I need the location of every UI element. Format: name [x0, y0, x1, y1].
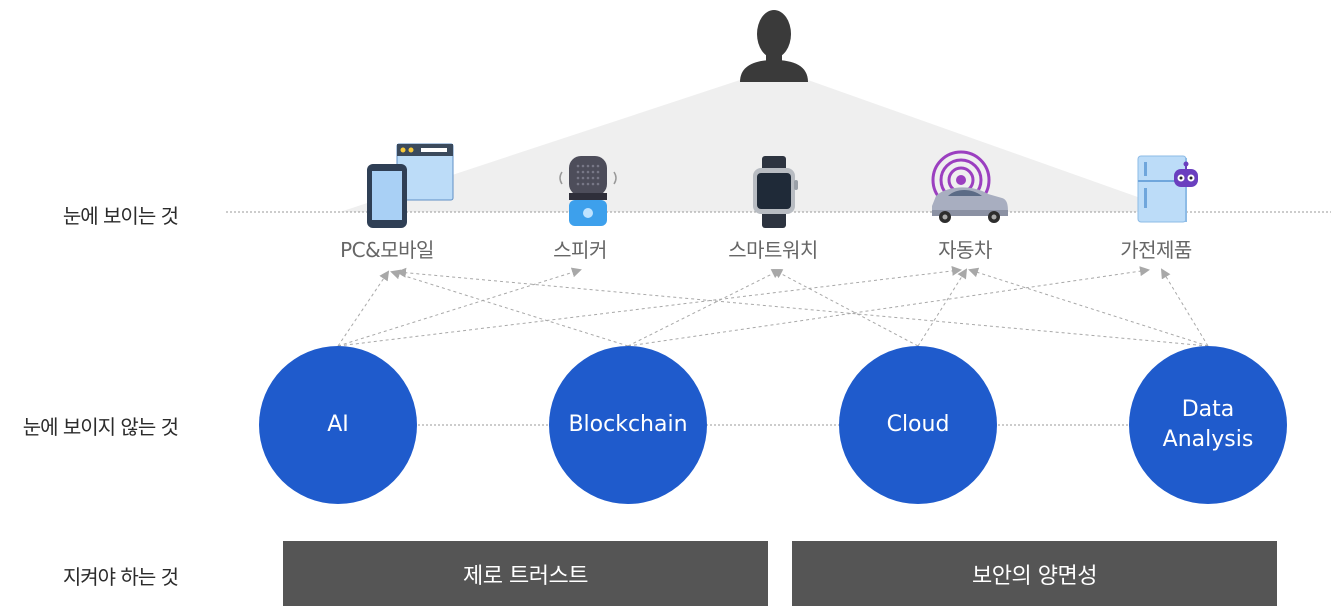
tech-circle-blockchain: Blockchain — [549, 346, 707, 504]
refrigerator-icon — [1137, 155, 1198, 223]
zero-trust-label: 제로 트러스트 — [463, 563, 588, 589]
tech-circle-cloud: Cloud — [839, 346, 997, 504]
view-cone — [340, 80, 1180, 212]
smartwatch-icon — [753, 156, 798, 228]
person-icon — [740, 10, 808, 82]
device-label-speaker: 스피커 — [553, 238, 607, 262]
device-label-car: 자동차 — [938, 238, 992, 262]
pc-mobile-icon — [367, 143, 454, 228]
car-icon — [931, 150, 1008, 223]
device-label-appliance: 가전제품 — [1120, 238, 1192, 262]
tech-circle-data-analysis: Data Analysis — [1129, 346, 1287, 504]
device-label-pc-mobile: PC&모바일 — [340, 238, 434, 262]
tech-label-blockchain: Blockchain — [568, 412, 688, 437]
zero-trust-bar: 제로 트러스트 — [283, 541, 768, 606]
tech-label-ai: AI — [327, 412, 349, 437]
tech-circle-ai: AI — [259, 346, 417, 504]
row-label-protect: 지켜야 하는 것 — [62, 565, 179, 589]
security-duality-label: 보안의 양면성 — [972, 563, 1097, 589]
tech-label-cloud: Cloud — [886, 412, 950, 437]
robot-icon — [1174, 161, 1198, 187]
connection-arrows — [337, 266, 1209, 347]
security-duality-bar: 보안의 양면성 — [792, 541, 1277, 606]
device-label-smartwatch: 스마트워치 — [728, 238, 818, 262]
row-label-visible: 눈에 보이는 것 — [62, 204, 179, 228]
row-label-invisible: 눈에 보이지 않는 것 — [22, 415, 179, 439]
speaker-icon — [559, 156, 617, 226]
tech-label-data-analysis: Data Analysis — [1162, 397, 1254, 452]
